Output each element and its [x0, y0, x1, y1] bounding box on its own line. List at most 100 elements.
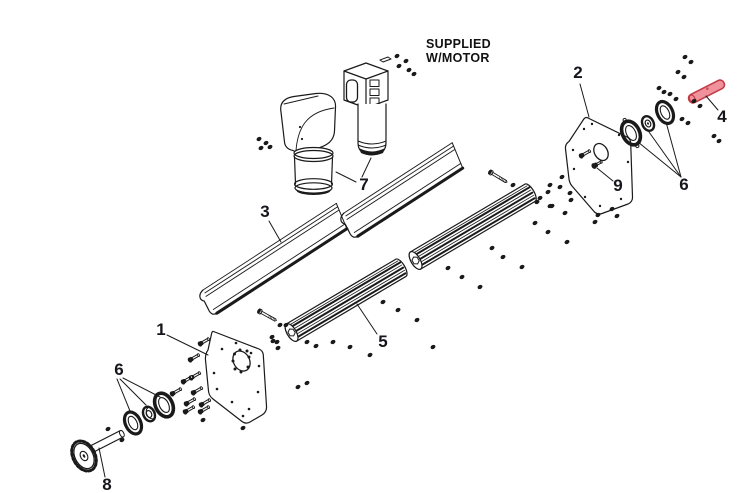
- screw-fastener: [169, 387, 183, 397]
- discharge-elbow: [280, 92, 337, 195]
- nut-fastener: [304, 380, 310, 386]
- nut-fastener: [269, 334, 275, 340]
- flange-right-inner: [619, 117, 643, 149]
- leader-line: [356, 303, 378, 335]
- nut-fastener: [547, 203, 553, 209]
- nut-fastener: [697, 103, 703, 109]
- nut-fastener: [256, 136, 262, 142]
- end-plate-right: [564, 116, 634, 215]
- callout-8: 8: [102, 475, 111, 493]
- long-bolt-fastener: [257, 308, 277, 322]
- leader-line: [166, 334, 209, 356]
- leader-line: [648, 131, 682, 178]
- pin-highlighted: [687, 79, 726, 104]
- nut-fastener: [395, 307, 401, 313]
- tray-segment-right: [340, 142, 465, 238]
- nut-fastener: [119, 437, 125, 443]
- nut-fastener: [277, 322, 283, 328]
- gearmotor: [343, 56, 392, 156]
- nut-fastener: [105, 426, 111, 432]
- callout-6-right: 6: [679, 175, 688, 194]
- leader-line: [119, 378, 147, 406]
- screw-fastener: [182, 405, 196, 415]
- auger-segment-left: [284, 258, 408, 342]
- leader-line: [705, 95, 719, 111]
- leader-line: [665, 121, 682, 178]
- nut-fastener: [295, 384, 301, 390]
- leader-line: [361, 157, 372, 178]
- leader-line: [122, 377, 161, 398]
- nut-fastener: [673, 96, 679, 102]
- nut-fastener: [545, 189, 551, 195]
- leader-line: [579, 83, 590, 118]
- nut-fastener: [430, 344, 436, 350]
- motor-body: [357, 103, 387, 154]
- nut-fastener: [592, 219, 598, 225]
- bearing-right: [640, 115, 656, 132]
- nut-fastener: [396, 63, 402, 69]
- callout-2: 2: [573, 63, 582, 82]
- nut-fastener: [711, 133, 717, 139]
- nut-fastener: [559, 174, 565, 180]
- nut-fastener: [500, 254, 506, 260]
- nut-fastener: [564, 239, 570, 245]
- nut-fastener: [304, 339, 310, 345]
- note-line-2: W/MOTOR: [426, 51, 490, 65]
- end-plate-left: [204, 330, 268, 424]
- nut-fastener: [510, 182, 516, 188]
- nut-fastener: [283, 322, 289, 328]
- leader-line: [335, 171, 357, 183]
- nut-fastener: [477, 284, 483, 290]
- plate-left-holes: [212, 341, 261, 418]
- nut-fastener: [567, 190, 573, 196]
- nut-fastener: [614, 213, 620, 219]
- nut-fastener: [547, 182, 553, 188]
- screw-fastener: [180, 375, 194, 385]
- bearing-kit-right: [619, 99, 676, 149]
- nut-fastener: [275, 345, 281, 351]
- callout-6-left: 6: [114, 360, 123, 379]
- flange-left-inner: [152, 391, 176, 419]
- nut-fastener: [534, 199, 540, 205]
- nut-fastener: [274, 339, 280, 345]
- nut-fastener: [330, 339, 336, 345]
- plate-right-holes: [571, 122, 630, 208]
- nut-fastener: [685, 120, 691, 126]
- callout-3: 3: [260, 202, 269, 221]
- nut-fastener: [675, 69, 681, 75]
- nut-fastener: [661, 89, 667, 95]
- nut-fastener: [263, 140, 269, 146]
- leader-line: [98, 447, 106, 478]
- callout-1: 1: [156, 320, 165, 339]
- pin-highlighted-body: [687, 79, 726, 104]
- nut-fastener: [656, 85, 662, 91]
- sprocket: [70, 439, 98, 473]
- nut-fastener: [313, 343, 319, 349]
- nut-fastener: [267, 144, 273, 150]
- shaft-slot-hole: [593, 142, 609, 162]
- callout-7: 7: [359, 175, 368, 194]
- screw-fastener: [197, 337, 211, 347]
- screw-fastener: [197, 405, 211, 415]
- nut-fastener: [595, 212, 601, 218]
- flange-left-outer: [122, 410, 144, 436]
- leader-line: [116, 378, 131, 412]
- leader-lines: [98, 83, 719, 478]
- nut-fastener: [716, 138, 722, 144]
- screw-fastener: [198, 398, 212, 408]
- bearing-kit-left: [122, 391, 176, 436]
- supplied-w-motor-note: SUPPLIED W/MOTOR: [426, 37, 491, 65]
- tray-segment-left: [199, 202, 349, 315]
- nut-fastener: [414, 317, 420, 323]
- leader-line: [596, 167, 614, 182]
- bearing-left: [141, 405, 157, 423]
- nut-fastener: [270, 338, 276, 344]
- nut-fastener: [403, 58, 409, 64]
- callout-9: 9: [613, 176, 622, 195]
- nut-fastener: [679, 116, 685, 122]
- screw-fastener: [190, 386, 204, 396]
- long-bolt-fastener: [488, 169, 508, 184]
- nut-fastener: [688, 59, 694, 65]
- nut-fastener: [258, 145, 264, 151]
- nut-fastener: [394, 53, 400, 59]
